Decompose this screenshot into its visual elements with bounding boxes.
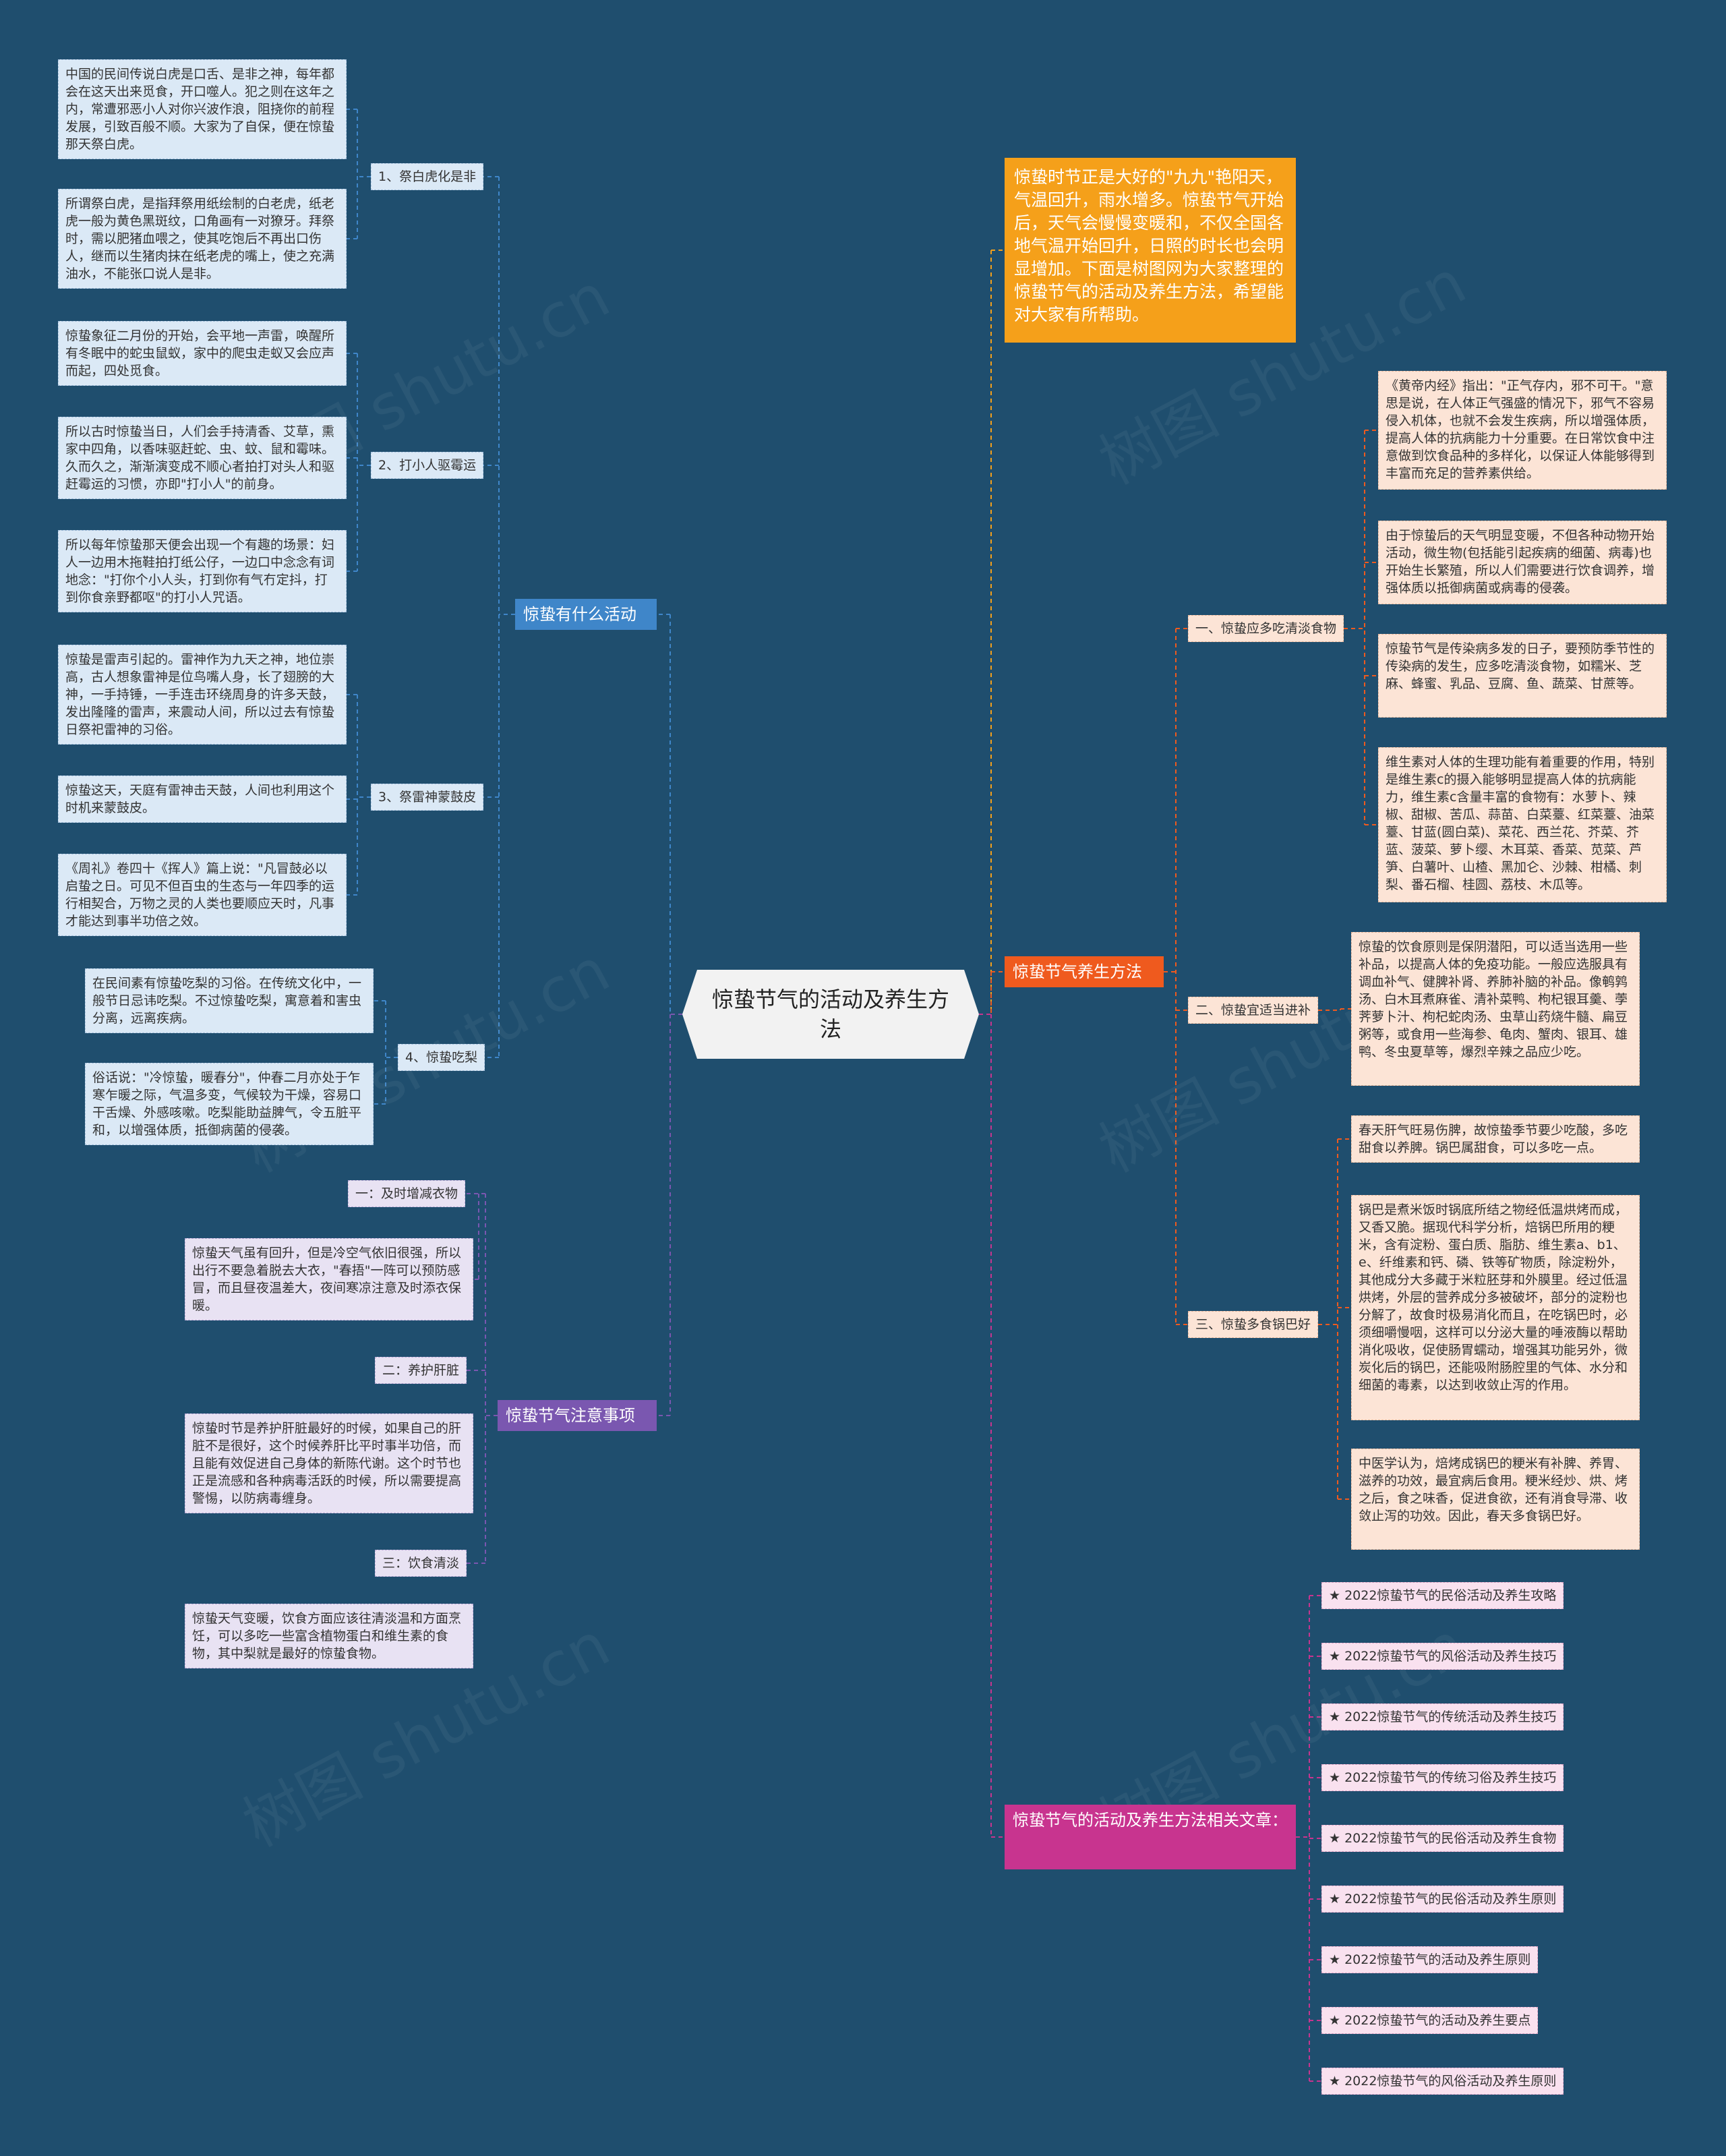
sub-topic[interactable]: 3、祭雷神蒙鼓皮 (371, 784, 484, 811)
sub-topic[interactable]: 三：饮食清淡 (375, 1550, 467, 1577)
related-article-link[interactable]: ★ 2022惊蛰节气的活动及养生原则 (1321, 1946, 1539, 1973)
leaf-text: 中医学认为，焙烤成锅巴的粳米有补脾、养胃、滋养的功效，最宜病后食用。粳米经炒、烘… (1351, 1449, 1640, 1550)
leaf-text: 所谓祭白虎，是指拜祭用纸绘制的白老虎，纸老虎一般为黄色黑斑纹，口角画有一对獠牙。… (58, 189, 347, 289)
sub-topic[interactable]: 一、惊蛰应多吃清淡食物 (1188, 615, 1344, 642)
leaf-text: 春天肝气旺易伤脾，故惊蛰季节要少吃酸，多吃甜食以养脾。锅巴属甜食，可以多吃一点。 (1351, 1115, 1640, 1163)
related-article-link[interactable]: ★ 2022惊蛰节气的传统习俗及养生技巧 (1321, 1764, 1564, 1791)
leaf-text: 所以古时惊蛰当日，人们会手持清香、艾草，熏家中四角，以香味驱赶蛇、虫、蚊、鼠和霉… (58, 417, 347, 499)
sub-topic[interactable]: 2、打小人驱霉运 (371, 452, 484, 479)
leaf-text: 《黄帝内经》指出："正气存内，邪不可干。"意思是说，在人体正气强盛的情况下，邪气… (1378, 371, 1667, 490)
related-article-link[interactable]: ★ 2022惊蛰节气的风俗活动及养生技巧 (1321, 1643, 1564, 1670)
leaf-text: 惊蛰天气变暖，饮食方面应该往清淡温和方面烹饪，可以多吃一些富含植物蛋白和维生素的… (185, 1604, 473, 1668)
related-article-link[interactable]: ★ 2022惊蛰节气的民俗活动及养生原则 (1321, 1886, 1564, 1913)
sub-topic[interactable]: 二：养护肝脏 (375, 1357, 467, 1384)
leaf-text: 惊蛰时节是养护肝脏最好的时候，如果自己的肝脏不是很好，这个时候养肝比平时事半功倍… (185, 1414, 473, 1513)
leaf-text: 惊蛰天气虽有回升，但是冷空气依旧很强，所以出行不要急着脱去大衣，"春捂"一阵可以… (185, 1238, 473, 1320)
leaf-text: 所以每年惊蛰那天便会出现一个有趣的场景：妇人一边用木拖鞋拍打纸公仔，一边口中念念… (58, 530, 347, 612)
central-topic[interactable]: 惊蛰节气的活动及养生方法 (682, 970, 979, 1059)
related-article-link[interactable]: ★ 2022惊蛰节气的民俗活动及养生攻略 (1321, 1582, 1564, 1609)
sub-topic[interactable]: 1、祭白虎化是非 (371, 163, 484, 190)
leaf-text: 惊蛰这天，天庭有雷神击天鼓，人间也利用这个时机来蒙鼓皮。 (58, 776, 347, 823)
sub-topic[interactable]: 4、惊蛰吃梨 (398, 1044, 485, 1071)
leaf-text: 锅巴是煮米饭时锅底所结之物经低温烘烤而成，又香又脆。据现代科学分析，焙锅巴所用的… (1351, 1195, 1640, 1420)
leaf-text: 惊蛰的饮食原则是保阴潜阳，可以适当选用一些补品，以提高人体的免疫功能。一般应选服… (1351, 932, 1640, 1086)
related-article-link[interactable]: ★ 2022惊蛰节气的民俗活动及养生食物 (1321, 1825, 1564, 1852)
branch-health[interactable]: 惊蛰节气养生方法 (1005, 956, 1164, 987)
sub-topic[interactable]: 三、惊蛰多食锅巴好 (1188, 1311, 1319, 1338)
leaf-text: 惊蛰是雷声引起的。雷神作为九天之神，地位崇高，古人想象雷神是位鸟嘴人身，长了翅膀… (58, 645, 347, 745)
leaf-text: 惊蛰象征二月份的开始，会平地一声雷，唤醒所有冬眠中的蛇虫鼠蚁，家中的爬虫走蚁又会… (58, 321, 347, 386)
leaf-text: 惊蛰节气是传染病多发的日子，要预防季节性的传染病的发生，应多吃清淡食物，如糯米、… (1378, 634, 1667, 718)
leaf-text: 《周礼》卷四十《挥人》篇上说："凡冒鼓必以启蛰之日。可见不但百虫的生态与一年四季… (58, 854, 347, 936)
related-article-link[interactable]: ★ 2022惊蛰节气的活动及养生要点 (1321, 2007, 1539, 2034)
branch-activities[interactable]: 惊蛰有什么活动 (515, 599, 657, 630)
leaf-text: 中国的民间传说白虎是口舌、是非之神，每年都会在这天出来觅食，开口噬人。犯之则在这… (58, 59, 347, 159)
intro-text[interactable]: 惊蛰时节正是大好的"九九"艳阳天，气温回升，雨水增多。惊蛰节气开始后，天气会慢慢… (1005, 158, 1296, 343)
sub-topic[interactable]: 二、惊蛰宜适当进补 (1188, 997, 1319, 1024)
related-article-link[interactable]: ★ 2022惊蛰节气的传统活动及养生技巧 (1321, 1703, 1564, 1730)
leaf-text: 由于惊蛰后的天气明显变暖，不但各种动物开始活动，微生物(包括能引起疾病的细菌、病… (1378, 521, 1667, 604)
leaf-text: 俗话说："冷惊蛰，暖春分"，仲春二月亦处于乍寒乍暖之际，气温多变，气候较为干燥，… (85, 1063, 374, 1145)
related-article-link[interactable]: ★ 2022惊蛰节气的风俗活动及养生原则 (1321, 2068, 1564, 2095)
branch-related[interactable]: 惊蛰节气的活动及养生方法相关文章： (1005, 1805, 1296, 1869)
sub-topic[interactable]: 一：及时增减衣物 (348, 1180, 466, 1207)
leaf-text: 维生素对人体的生理功能有着重要的作用，特别是维生素c的摄入能够明显提高人体的抗病… (1378, 747, 1667, 902)
leaf-text: 在民间素有惊蛰吃梨的习俗。在传统文化中，一般节日忌讳吃梨。不过惊蛰吃梨，寓意着和… (85, 968, 374, 1033)
branch-notes[interactable]: 惊蛰节气注意事项 (498, 1400, 657, 1431)
